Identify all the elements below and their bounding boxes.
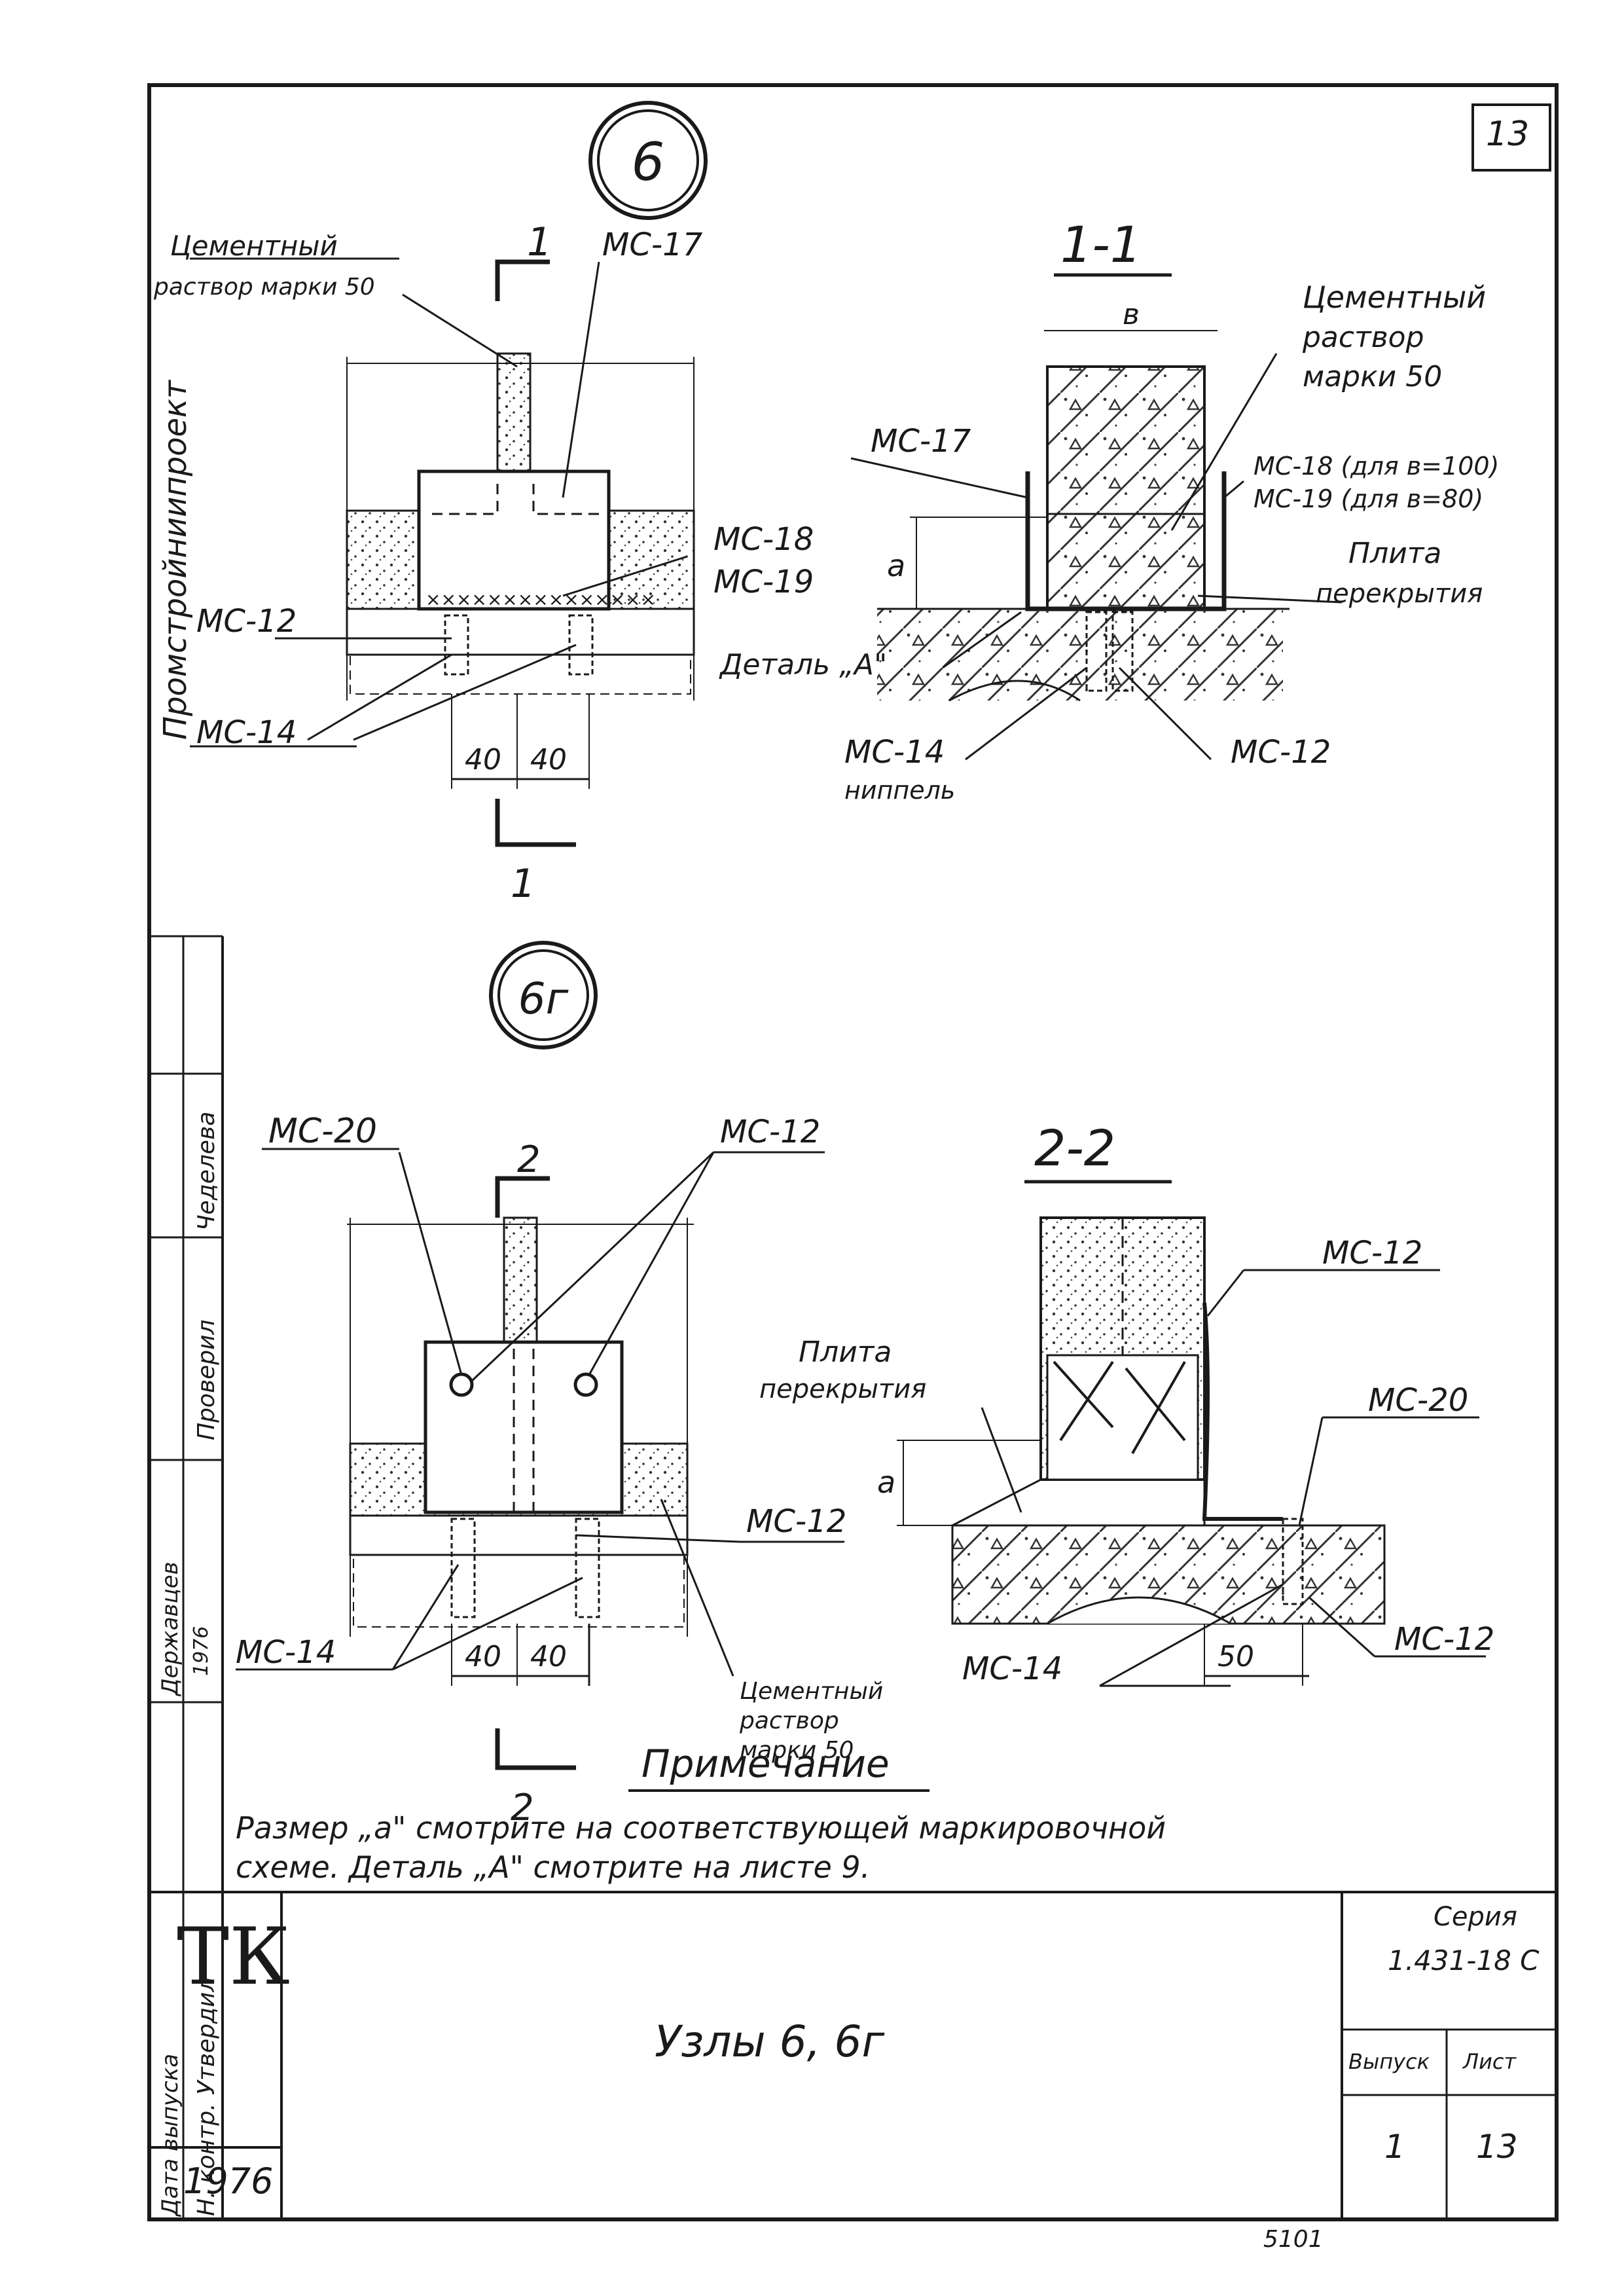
mc12-label: МС-12 [1394, 1621, 1494, 1658]
mc18-label: МС-18 [713, 521, 814, 558]
mortar-joint [503, 1216, 538, 1350]
mc17-label: МС-17 [602, 227, 703, 263]
sheet-value: 13 [1476, 2128, 1518, 2166]
mc14-label: МС-14 [236, 1634, 336, 1671]
cement-label: раствор марки 50 [153, 274, 375, 301]
cement-label: Цементный [740, 1678, 883, 1705]
section-mark [495, 799, 576, 847]
cement-label: раствор [739, 1707, 839, 1734]
nipple-label: ниппель [844, 776, 955, 805]
series-label: Серия [1434, 1902, 1517, 1932]
mc12-label: МС-12 [196, 603, 297, 640]
section-title: 1-1 [1060, 215, 1142, 274]
dim-50: 50 [1218, 1640, 1254, 1673]
dim-40: 40 [530, 743, 567, 776]
mc14-label: МС-14 [844, 734, 945, 771]
dim-40: 40 [465, 1640, 501, 1673]
dim-a: а [887, 548, 905, 583]
mc20-label: МС-20 [268, 1112, 377, 1151]
dim-b: в [1123, 298, 1140, 331]
plita-label: перекрытия [759, 1374, 926, 1404]
notes-heading: Примечание [641, 1741, 890, 1786]
detail-a-label: Деталь „А" [719, 648, 887, 682]
detail-6g-plan: 6г 2 2 МС-20 МС-12 М [236, 941, 883, 1829]
slab-lower [353, 1554, 685, 1628]
plate-area [1046, 1354, 1199, 1481]
cement-label: Цементный [1303, 280, 1486, 315]
issue-value: 1 [1384, 2128, 1405, 2166]
section-mark [495, 1176, 550, 1218]
cement-label: Цементный [170, 230, 338, 262]
cement-label: марки 50 [740, 1737, 854, 1764]
section-2-2: 2-2 а 50 МС-12 Плита перекрытия МС [759, 1119, 1494, 1687]
mc12-label: МС-12 [720, 1114, 820, 1150]
cement-label: марки 50 [1303, 360, 1442, 393]
slab [349, 1514, 689, 1556]
footer-stamp: 5101 [1263, 2226, 1324, 2253]
mc20-label: МС-20 [1368, 1382, 1468, 1419]
mc12-label: МС-12 [1231, 734, 1331, 771]
org-name: Промстройниипроект [157, 380, 194, 740]
mc14-label: МС-14 [962, 1650, 1062, 1687]
notes-line-2: схеме. Деталь „А" смотрите на листе 9. [236, 1850, 871, 1885]
stamp-date-value: 1976 [190, 1626, 213, 1676]
section-mark-label: 1 [527, 219, 552, 265]
stamp-date-label: Дата выпуска [157, 2053, 183, 2216]
section-mark-label: 2 [517, 1139, 541, 1181]
dim-a: а [877, 1465, 895, 1500]
sheet-label: Лист [1463, 2049, 1517, 2074]
section-title: 2-2 [1034, 1119, 1115, 1177]
detail-circle [489, 941, 598, 1049]
svg-text:×××××××××××××××: ××××××××××××××× [425, 589, 656, 610]
series-value: 1.431-18 С [1388, 1944, 1540, 1977]
section-mark-label: 1 [511, 861, 535, 907]
slab [346, 608, 695, 656]
corner-box [1471, 103, 1551, 172]
mc18-label: МС-18 (для в=100) [1254, 452, 1499, 481]
section-1-1: 1-1 в а Цементный раствор марки 50 МС-17… [719, 215, 1499, 805]
plita-label: Плита [1348, 537, 1441, 570]
stamp-role: Проверил [193, 1319, 220, 1440]
mc12-label: МС-12 [746, 1503, 846, 1540]
cement-label: раствор [1302, 321, 1424, 354]
detail-6-number: 6 [632, 132, 665, 192]
mc17-label: МС-17 [871, 423, 971, 460]
plate-mc17 [417, 469, 611, 611]
wall-section [1046, 365, 1206, 610]
detail-circle [497, 949, 589, 1041]
tk-logo: ТК [177, 1912, 290, 2003]
issue-label: Выпуск [1348, 2049, 1430, 2074]
title-block-year: 1976 [183, 2160, 274, 2202]
detail-circle [588, 101, 708, 220]
section-mark [495, 1728, 576, 1770]
plita-label: Плита [799, 1336, 892, 1369]
notes-line-1: Размер „а" смотрите на соответствующей м… [236, 1810, 1166, 1846]
plita-label: перекрытия [1316, 579, 1483, 609]
mc19-label: МС-19 (для в=80) [1254, 484, 1483, 513]
mc12-label: МС-12 [1322, 1235, 1422, 1271]
sheet-frame [147, 83, 1559, 2221]
section-mark [495, 259, 550, 301]
detail-circle [597, 109, 699, 211]
detail-6-plan: 6 1 1 ××××××××××××××× Цеме [153, 101, 814, 907]
drawing-title: Узлы 6, 6г [655, 2016, 885, 2067]
detail-6g-number: 6г [518, 974, 569, 1024]
section-mark-label: 2 [511, 1787, 534, 1829]
slab-lower [350, 654, 691, 695]
mc19-label: МС-19 [713, 564, 814, 600]
stamp-name: Чеделева [193, 1111, 220, 1231]
bar-mc12 [1202, 1302, 1283, 1521]
dim-40: 40 [465, 743, 501, 776]
stamp-author: Державцев [157, 1561, 183, 1696]
mc14-label: МС-14 [196, 714, 297, 751]
plate-mc20 [424, 1340, 624, 1514]
dim-40: 40 [530, 1640, 567, 1673]
corner-sheet-number: 13 [1486, 115, 1530, 154]
slab-section [877, 609, 1283, 701]
